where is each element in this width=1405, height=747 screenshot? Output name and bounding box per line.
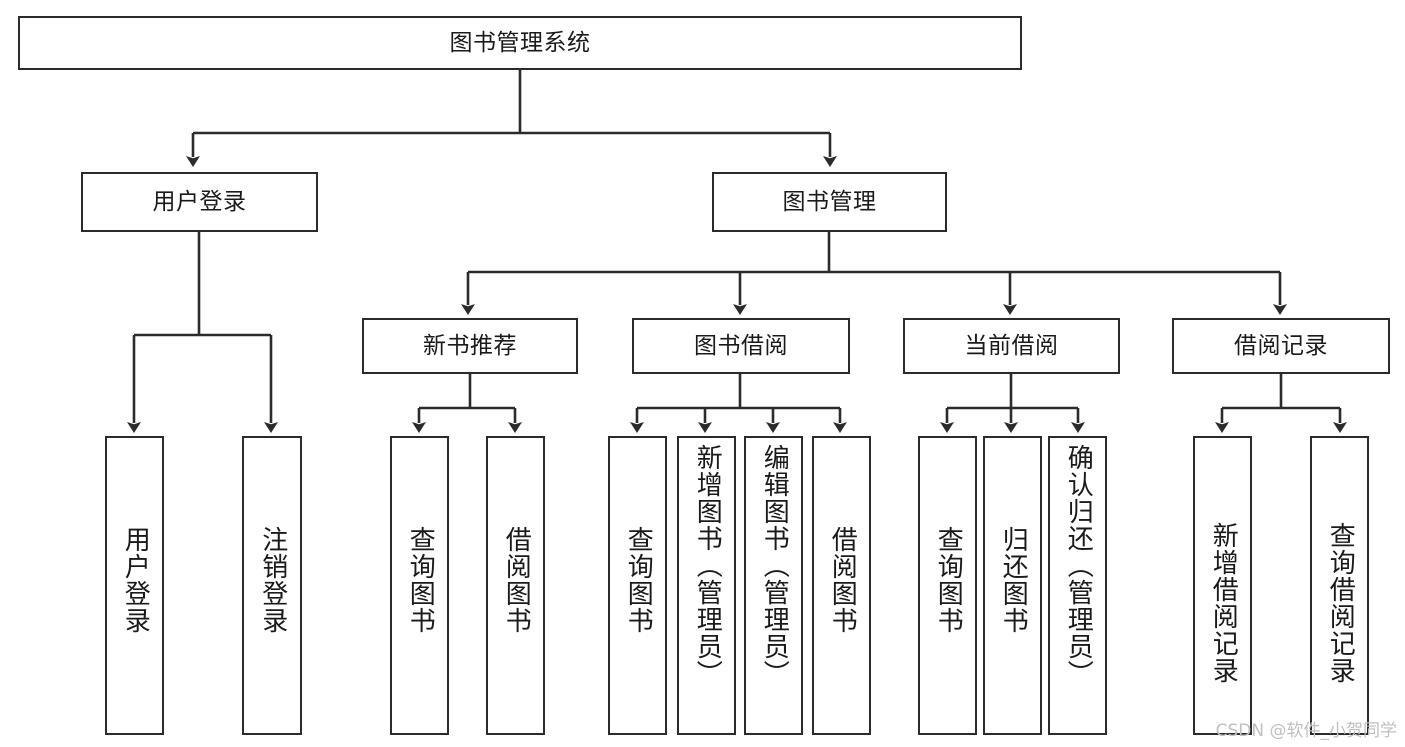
node-label: 查询图书 (623, 526, 654, 634)
node-label: 图书管理 (782, 188, 877, 215)
node-borrow-records[interactable]: 借阅记录 (1172, 318, 1390, 374)
leaf-current-borrow-query-book[interactable]: 查询图书 (918, 436, 977, 735)
node-label: 编辑图书（管理员） (759, 444, 790, 687)
node-label: 查询图书 (405, 526, 436, 634)
node-label: 查询图书 (933, 526, 964, 634)
node-label: 新增借阅记录 (1208, 522, 1239, 684)
node-book-borrow[interactable]: 图书借阅 (632, 318, 850, 374)
node-label: 图书借阅 (694, 332, 788, 359)
leaf-book-borrow-query-book[interactable]: 查询图书 (608, 436, 667, 735)
csdn-watermark: CSDN @软件_小贺同学 (1215, 721, 1397, 741)
leaf-new-book-query-book[interactable]: 查询图书 (390, 436, 449, 735)
node-label: 归还图书 (998, 526, 1029, 634)
node-label: 查询借阅记录 (1325, 522, 1356, 684)
node-label: 借阅记录 (1234, 332, 1328, 359)
node-label: 当前借阅 (964, 332, 1059, 359)
node-label: 注销登录 (257, 526, 288, 634)
node-root-system[interactable]: 图书管理系统 (18, 16, 1022, 70)
node-label: 借阅图书 (501, 526, 532, 634)
node-label: 新增图书（管理员） (692, 444, 723, 687)
leaf-borrow-records-query-record[interactable]: 查询借阅记录 (1310, 436, 1369, 735)
leaf-borrow-records-add-record[interactable]: 新增借阅记录 (1193, 436, 1252, 735)
node-label: 用户登录 (120, 526, 151, 634)
leaf-book-borrow-add-book-admin[interactable]: 新增图书（管理员） (677, 436, 736, 735)
leaf-user-login-logout[interactable]: 注销登录 (242, 436, 302, 735)
leaf-new-book-borrow-book[interactable]: 借阅图书 (486, 436, 545, 735)
node-label: 借阅图书 (827, 526, 858, 634)
node-new-book-recommend[interactable]: 新书推荐 (362, 318, 578, 374)
node-book-management[interactable]: 图书管理 (712, 172, 947, 232)
leaf-user-login-login[interactable]: 用户登录 (105, 436, 164, 735)
node-label: 新书推荐 (423, 332, 517, 359)
leaf-current-borrow-return-book[interactable]: 归还图书 (983, 436, 1042, 735)
node-user-login[interactable]: 用户登录 (81, 172, 318, 232)
node-label: 用户登录 (152, 188, 247, 215)
node-current-borrow[interactable]: 当前借阅 (903, 318, 1120, 374)
node-label: 确认归还（管理员） (1063, 444, 1094, 687)
leaf-current-borrow-confirm-return-admin[interactable]: 确认归还（管理员） (1048, 436, 1107, 735)
leaf-book-borrow-borrow-book[interactable]: 借阅图书 (812, 436, 871, 735)
leaf-book-borrow-edit-book-admin[interactable]: 编辑图书（管理员） (744, 436, 803, 735)
node-label: 图书管理系统 (449, 29, 591, 56)
